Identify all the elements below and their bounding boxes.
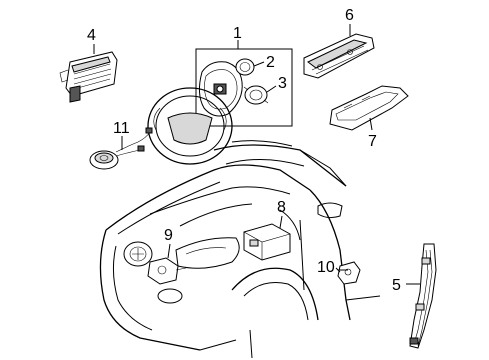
part-4-side-airbag-module (59, 44, 118, 103)
part-7-airbag-cover (329, 85, 409, 131)
callout-9: 9 (164, 227, 173, 244)
part-8-airbag-control-unit (243, 215, 291, 261)
callout-1: 1 (233, 25, 242, 42)
steering-wheel (147, 87, 233, 165)
part-5-curtain-airbag (406, 243, 437, 349)
part-6-passenger-airbag (303, 24, 375, 79)
callout-11: 11 (113, 120, 130, 137)
callout-7: 7 (368, 133, 377, 150)
callout-10: 10 (317, 259, 335, 276)
part-9-front-impact-sensor (147, 243, 187, 285)
part-2-horn-contact (235, 58, 265, 76)
part-11-clock-spring (89, 127, 153, 170)
callout-2: 2 (266, 54, 275, 71)
callout-3: 3 (278, 75, 287, 92)
part-1-steering-airbag-group (195, 40, 293, 127)
part-3-connector (243, 85, 277, 105)
callout-6: 6 (345, 7, 354, 24)
callout-4: 4 (87, 27, 96, 44)
vehicle-body-outline (99, 140, 381, 359)
callout-8: 8 (277, 199, 286, 216)
callout-5: 5 (392, 277, 401, 294)
part-10-side-impact-sensor (335, 261, 361, 285)
